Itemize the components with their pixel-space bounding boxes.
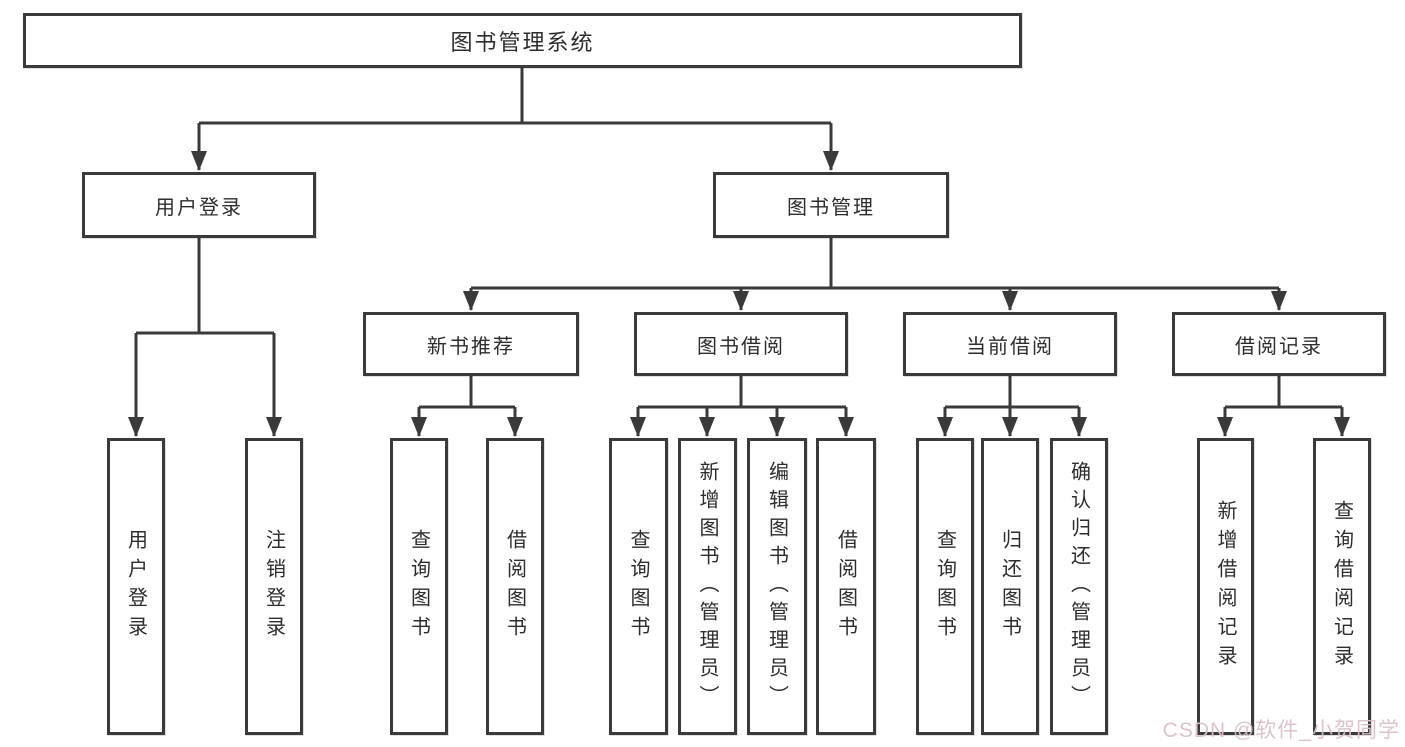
node-current-borrowing: 当前借阅 (903, 312, 1117, 376)
connector-skeleton (136, 68, 1342, 409)
node-book-management: 图书管理 (713, 172, 949, 238)
leaf-query-borrow-record: 查询借阅记录 (1313, 438, 1371, 735)
connector-arrows (128, 123, 1350, 437)
leaf-edit-book-admin: 编辑图书（管理员） (747, 438, 807, 735)
leaf-query-book-current: 查询图书 (916, 438, 974, 735)
leaf-logout-login: 注销登录 (245, 438, 303, 735)
node-borrowing-records: 借阅记录 (1172, 312, 1386, 376)
leaf-confirm-return-admin: 确认归还（管理员） (1050, 438, 1108, 735)
csdn-watermark: CSDN @软件_小贺同学 (1162, 719, 1400, 742)
leaf-return-book: 归还图书 (981, 438, 1039, 735)
leaf-borrow-book: 借阅图书 (816, 438, 876, 735)
leaf-borrow-book-recommend: 借阅图书 (486, 438, 544, 735)
node-user-login: 用户登录 (82, 172, 316, 238)
leaf-add-book-admin: 新增图书（管理员） (678, 438, 737, 735)
node-new-book-recommend: 新书推荐 (363, 312, 579, 376)
node-root-system: 图书管理系统 (23, 13, 1022, 68)
leaf-query-book-borrow: 查询图书 (609, 438, 668, 735)
leaf-query-book-recommend: 查询图书 (390, 438, 448, 735)
leaf-add-borrow-record: 新增借阅记录 (1197, 438, 1254, 735)
leaf-user-login: 用户登录 (107, 438, 165, 735)
node-book-borrowing: 图书借阅 (634, 312, 848, 376)
